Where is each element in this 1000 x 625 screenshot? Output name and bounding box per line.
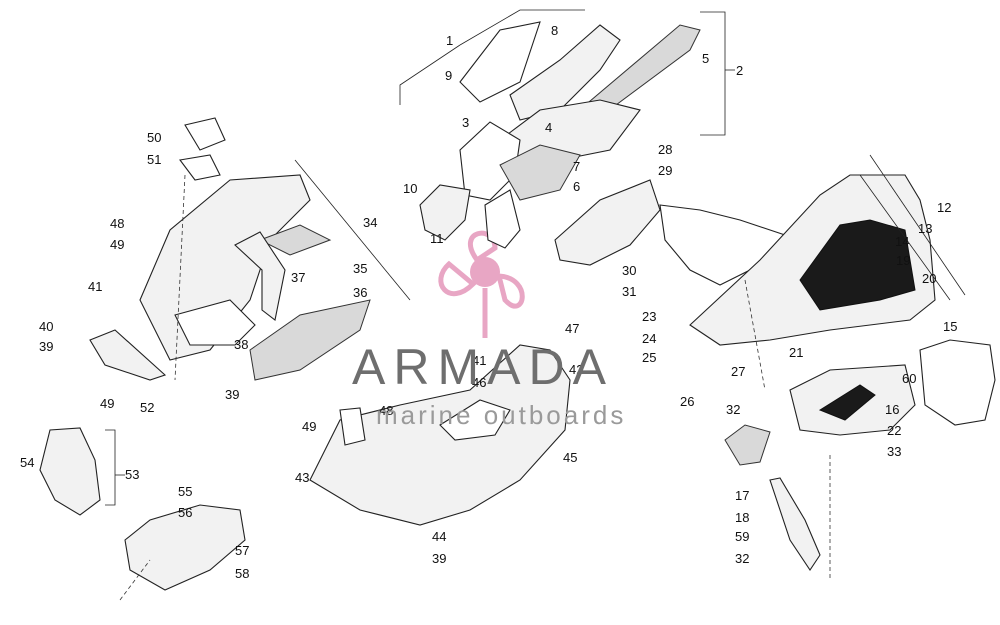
callout-49-lower: 49 <box>100 396 114 411</box>
callout-17: 17 <box>735 488 749 503</box>
callout-37: 37 <box>291 270 305 285</box>
callout-47: 47 <box>565 321 579 336</box>
callout-56: 56 <box>178 505 192 520</box>
callout-39-mid: 39 <box>225 387 239 402</box>
watermark-tagline: marine outboards <box>376 400 627 430</box>
callout-30: 30 <box>622 263 636 278</box>
callout-49-center: 49 <box>302 419 316 434</box>
callout-40: 40 <box>39 319 53 334</box>
callout-19: 19 <box>896 253 910 268</box>
callout-11: 11 <box>430 231 444 246</box>
callout-46: 46 <box>472 375 486 390</box>
callout-44: 44 <box>432 529 446 544</box>
armada-propeller-logo <box>438 230 525 338</box>
callout-3: 3 <box>462 115 469 130</box>
callout-27: 27 <box>731 364 745 379</box>
callout-14: 14 <box>895 234 909 249</box>
leader-lines <box>105 9 966 601</box>
callout-50: 50 <box>147 130 161 145</box>
callout-48-left: 48 <box>110 216 124 231</box>
callout-7: 7 <box>573 159 580 174</box>
callout-60: 60 <box>902 371 916 386</box>
callout-9: 9 <box>445 68 452 83</box>
callout-43: 43 <box>295 470 309 485</box>
callout-55: 55 <box>178 484 192 499</box>
seat-panel-group <box>419 21 701 249</box>
callout-15: 15 <box>943 319 957 334</box>
callout-labels: 1 2 3 4 5 6 7 8 9 10 11 12 13 14 15 16 1… <box>20 23 957 581</box>
callout-52: 52 <box>140 400 154 415</box>
callout-1: 1 <box>446 33 453 48</box>
callout-53: 53 <box>125 467 139 482</box>
belly-pan-group <box>309 344 571 526</box>
callout-36: 36 <box>353 285 367 300</box>
callout-42: 42 <box>569 362 583 377</box>
watermark-brand-name: ARMADA <box>352 339 614 395</box>
callout-38: 38 <box>234 337 248 352</box>
callout-25: 25 <box>642 350 656 365</box>
callout-20: 20 <box>922 271 936 286</box>
callout-34: 34 <box>363 215 377 230</box>
callout-31: 31 <box>622 284 636 299</box>
windshield-group <box>39 427 246 591</box>
callout-32-lower: 32 <box>735 551 749 566</box>
callout-48-center: 48 <box>379 403 393 418</box>
callout-39-bottom: 39 <box>432 551 446 566</box>
callout-26: 26 <box>680 394 694 409</box>
callout-54: 54 <box>20 455 34 470</box>
callout-28: 28 <box>658 142 672 157</box>
callout-49-left: 49 <box>110 237 124 252</box>
callout-16: 16 <box>885 402 899 417</box>
callout-8: 8 <box>551 23 558 38</box>
callout-29: 29 <box>658 163 672 178</box>
callout-18: 18 <box>735 510 749 525</box>
callout-45: 45 <box>563 450 577 465</box>
callout-59: 59 <box>735 529 749 544</box>
callout-4: 4 <box>545 120 552 135</box>
callout-12: 12 <box>937 200 951 215</box>
callout-13: 13 <box>918 221 932 236</box>
callout-32-upper: 32 <box>726 402 740 417</box>
callout-58: 58 <box>235 566 249 581</box>
callout-41-center: 41 <box>472 353 486 368</box>
callout-10: 10 <box>403 181 417 196</box>
callout-57: 57 <box>235 543 249 558</box>
callout-23: 23 <box>642 309 656 324</box>
callout-41-left: 41 <box>88 279 102 294</box>
side-panel-group <box>554 174 996 571</box>
callout-6: 6 <box>573 179 580 194</box>
callout-22: 22 <box>887 423 901 438</box>
callout-33: 33 <box>887 444 901 459</box>
callout-5: 5 <box>702 51 709 66</box>
callout-35: 35 <box>353 261 367 276</box>
callout-51: 51 <box>147 152 161 167</box>
callout-39-left: 39 <box>39 339 53 354</box>
callout-2: 2 <box>736 63 743 78</box>
callout-24: 24 <box>642 331 656 346</box>
hood-group <box>89 117 371 381</box>
callout-21: 21 <box>789 345 803 360</box>
